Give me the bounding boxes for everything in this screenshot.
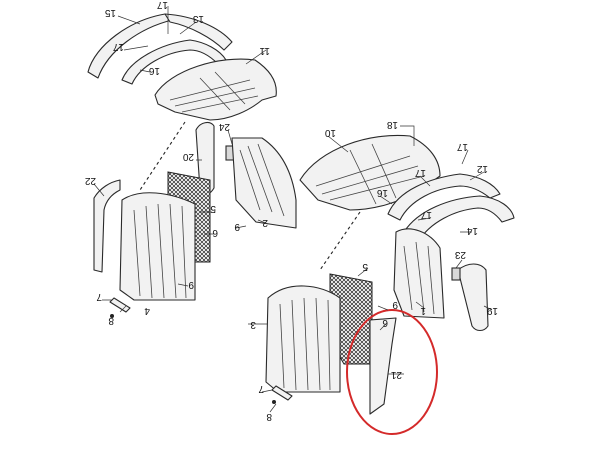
splash-guard-1 xyxy=(393,228,445,319)
callout-labels: 15 17 13 17 11 16 24 20 10 18 17 22 5 6 … xyxy=(84,0,498,422)
upper-arch-strip-15 xyxy=(87,13,233,79)
callout-17-right: 17 xyxy=(414,167,426,178)
link-dashed-line-right xyxy=(319,211,361,271)
callout-9-mid: 9 xyxy=(188,279,194,290)
link-dashed-line-left xyxy=(139,121,186,191)
fastener-left xyxy=(109,297,131,318)
callout-11: 11 xyxy=(259,45,270,56)
callout-20: 20 xyxy=(182,151,194,162)
callout-18: 18 xyxy=(386,119,398,130)
callout-2: 2 xyxy=(262,217,268,228)
leader-lines xyxy=(93,6,493,413)
callout-16-right: 16 xyxy=(376,187,388,198)
callout-9-left: 9 xyxy=(234,221,240,232)
callout-15: 15 xyxy=(104,7,116,18)
callout-21: 21 xyxy=(390,369,402,380)
callout-12: 12 xyxy=(476,163,488,174)
callout-6-left: 6 xyxy=(212,227,218,238)
callout-7-left: 7 xyxy=(96,291,102,302)
bracket-19 xyxy=(457,263,489,332)
callout-8-left: 8 xyxy=(108,315,114,326)
callout-17-top: 17 xyxy=(156,0,168,10)
callout-6-right: 6 xyxy=(382,317,388,328)
callout-22: 22 xyxy=(84,175,96,186)
callout-17-left: 17 xyxy=(112,41,124,52)
callout-10: 10 xyxy=(324,127,336,138)
callout-7-right: 7 xyxy=(258,383,264,394)
callout-5-left: 5 xyxy=(210,203,216,214)
callout-5-right: 5 xyxy=(362,261,368,272)
callout-17-mid: 17 xyxy=(456,141,468,152)
side-trim-22 xyxy=(93,179,121,273)
mud-flap-left xyxy=(119,192,196,301)
highlight-circle xyxy=(346,309,438,435)
callout-19: 19 xyxy=(486,305,498,316)
splash-guard-2 xyxy=(231,137,297,229)
mud-flap-right-3 xyxy=(265,285,341,393)
callout-13: 13 xyxy=(192,13,204,24)
fender-extension-21 xyxy=(369,317,397,415)
callout-4: 4 xyxy=(144,305,150,316)
bracket-23 xyxy=(451,267,461,281)
callout-8-right: 8 xyxy=(266,411,272,422)
callout-14: 14 xyxy=(466,225,478,236)
callout-1: 1 xyxy=(420,305,426,316)
callout-24: 24 xyxy=(218,121,230,132)
callout-9-right: 9 xyxy=(392,299,398,310)
callout-3: 3 xyxy=(250,319,256,330)
callout-23: 23 xyxy=(454,249,466,260)
arch-strip-14 xyxy=(403,195,515,243)
upper-fender-11 xyxy=(154,58,277,121)
arch-strip-12 xyxy=(387,173,501,221)
upper-fender-10 xyxy=(299,134,441,211)
callout-17-low: 17 xyxy=(420,209,432,220)
callout-16-top: 16 xyxy=(148,65,160,76)
fastener-right xyxy=(271,385,293,404)
